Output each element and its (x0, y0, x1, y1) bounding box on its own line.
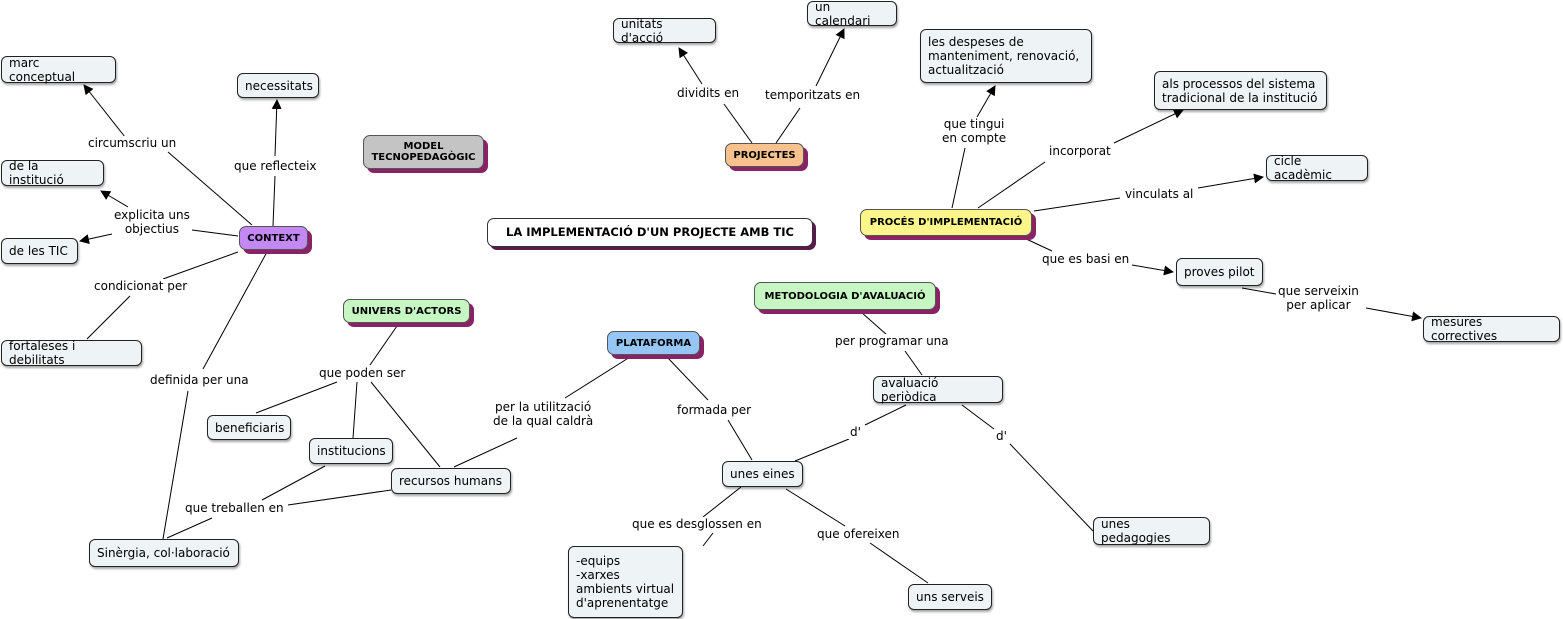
link-line (860, 311, 888, 336)
link-line (1021, 236, 1053, 252)
link-line (1009, 443, 1094, 532)
link-line (453, 437, 518, 468)
hub-plataforma[interactable]: PLATAFORMA (607, 331, 700, 355)
link-label-d-right: d' (994, 429, 1009, 443)
link-label-formada: formada per (675, 403, 754, 417)
concept-unes-pedagogies[interactable]: unes pedagogies (1093, 517, 1210, 545)
concept-unes-eines[interactable]: unes eines (722, 461, 803, 487)
link-label-temporitzats: temporitzats en (763, 88, 863, 102)
concept-necessitats[interactable]: necessitats (237, 73, 319, 98)
link-line (961, 404, 995, 430)
concept-cicle-academic[interactable]: cicle acadèmic (1266, 154, 1368, 182)
link-label-desglossen: que es desglossen en (630, 517, 764, 531)
link-line (261, 465, 326, 501)
link-label-circumscriu: circumscriu un (86, 136, 179, 150)
link-label-poden-ser: que poden ser (317, 366, 408, 380)
link-arrow (1365, 307, 1422, 322)
link-line (702, 486, 742, 518)
concept-beneficiaris[interactable]: beneficiaris (207, 415, 291, 440)
link-line (723, 103, 753, 144)
concept-mesures-correctives[interactable]: mesures correctives (1423, 315, 1560, 343)
link-line (951, 147, 966, 209)
hub-proces-implementacio[interactable]: PROCÉS D'IMPLEMENTACIÓ (860, 209, 1032, 236)
link-line (775, 107, 801, 144)
concept-un-calendari[interactable]: un calendari (807, 0, 897, 28)
link-arrow (83, 84, 126, 138)
link-line (904, 350, 923, 376)
link-line (869, 542, 929, 584)
link-line (370, 381, 441, 468)
concept-recursos-humans[interactable]: recursos humans (391, 468, 511, 494)
link-line (785, 488, 846, 527)
concept-despeses[interactable]: les despeses de manteniment, renovació, … (920, 29, 1092, 83)
link-arrow (815, 28, 845, 87)
link-line (86, 295, 131, 340)
link-line (272, 175, 276, 227)
link-label-definida: definida per una (148, 373, 251, 387)
concept-de-la-institucio[interactable]: de la institució (1, 159, 104, 187)
link-label-treballen: que treballen en (183, 501, 286, 515)
link-label-d-left: d' (848, 425, 863, 439)
link-arrow (976, 85, 996, 118)
link-line (202, 251, 268, 370)
hub-context[interactable]: CONTEXT (239, 226, 308, 250)
concept-equips-xarxes[interactable]: -equips -xarxes ambients virtual d'apren… (568, 546, 683, 618)
link-line (352, 381, 358, 439)
concept-avaluacio-periodica[interactable]: avaluació periòdica (873, 376, 1003, 404)
link-label-vinculats: vinculats al (1123, 187, 1196, 201)
link-arrow (678, 47, 703, 85)
link-line (369, 325, 398, 366)
link-label-utilitzacio: per la utilització de la qual caldrà (491, 400, 596, 428)
link-arrow (100, 190, 129, 208)
link-line (794, 438, 850, 462)
link-line (564, 356, 631, 399)
link-line (666, 356, 709, 401)
link-arrow (1131, 264, 1174, 276)
link-line (167, 151, 253, 226)
link-label-programar: per programar una (833, 334, 951, 348)
link-line (255, 381, 338, 414)
hub-projectes[interactable]: PROJECTES (725, 143, 804, 167)
concept-marc-conceptual[interactable]: marc conceptual (1, 56, 116, 84)
link-label-dividits: dividits en (675, 86, 742, 100)
hub-metodologia-avaluacio[interactable]: METODOLOGIA D'AVALUACIÓ (754, 282, 936, 310)
link-arrow (79, 233, 113, 244)
hub-model-tecnopedagogic[interactable]: MODEL TECNOPEDAGÒGIC (363, 135, 484, 169)
link-arrow (1197, 173, 1264, 189)
link-arrow (1113, 109, 1184, 144)
link-label-condicionat: condicionat per (92, 279, 190, 293)
link-line (727, 419, 753, 461)
link-label-ofereixen: que ofereixen (815, 527, 902, 541)
link-line (1033, 197, 1121, 212)
link-line (977, 161, 1046, 209)
concept-sinergia-collaboracio[interactable]: Sinèrgia, col·laboració (89, 539, 239, 567)
link-label-explicita: explicita uns objectius (112, 208, 192, 236)
link-line (162, 390, 189, 540)
concept-unitats-accio[interactable]: unitats d'acció (613, 17, 716, 45)
link-line (166, 517, 213, 539)
link-line (191, 229, 239, 237)
map-title: LA IMPLEMENTACIÓ D'UN PROJECTE AMB TIC (487, 218, 813, 247)
concept-proves-pilot[interactable]: proves pilot (1176, 258, 1263, 286)
link-line (702, 532, 714, 547)
concept-uns-serveis[interactable]: uns serveis (908, 584, 992, 610)
link-label-serveixin: que serveixin per aplicar (1276, 284, 1361, 312)
concept-fortaleses-debilitats[interactable]: fortaleses i debilitats (1, 339, 142, 367)
link-label-tingui: que tingui en compte (940, 117, 1009, 145)
link-line (287, 489, 392, 506)
link-line (864, 404, 907, 426)
hub-univers-actors[interactable]: UNIVERS D'ACTORS (343, 299, 470, 323)
link-arrow (271, 99, 282, 157)
concept-de-les-tic[interactable]: de les TIC (1, 238, 78, 264)
link-label-basi: que es basi en (1040, 252, 1132, 266)
link-label-reflecteix: que reflecteix (232, 159, 319, 173)
link-label-incorporat: incorporat (1047, 144, 1113, 158)
concept-processos-sistema[interactable]: als processos del sistema tradicional de… (1154, 71, 1327, 110)
concept-institucions[interactable]: institucions (309, 438, 393, 464)
link-line (162, 251, 239, 280)
link-line (1241, 287, 1277, 295)
